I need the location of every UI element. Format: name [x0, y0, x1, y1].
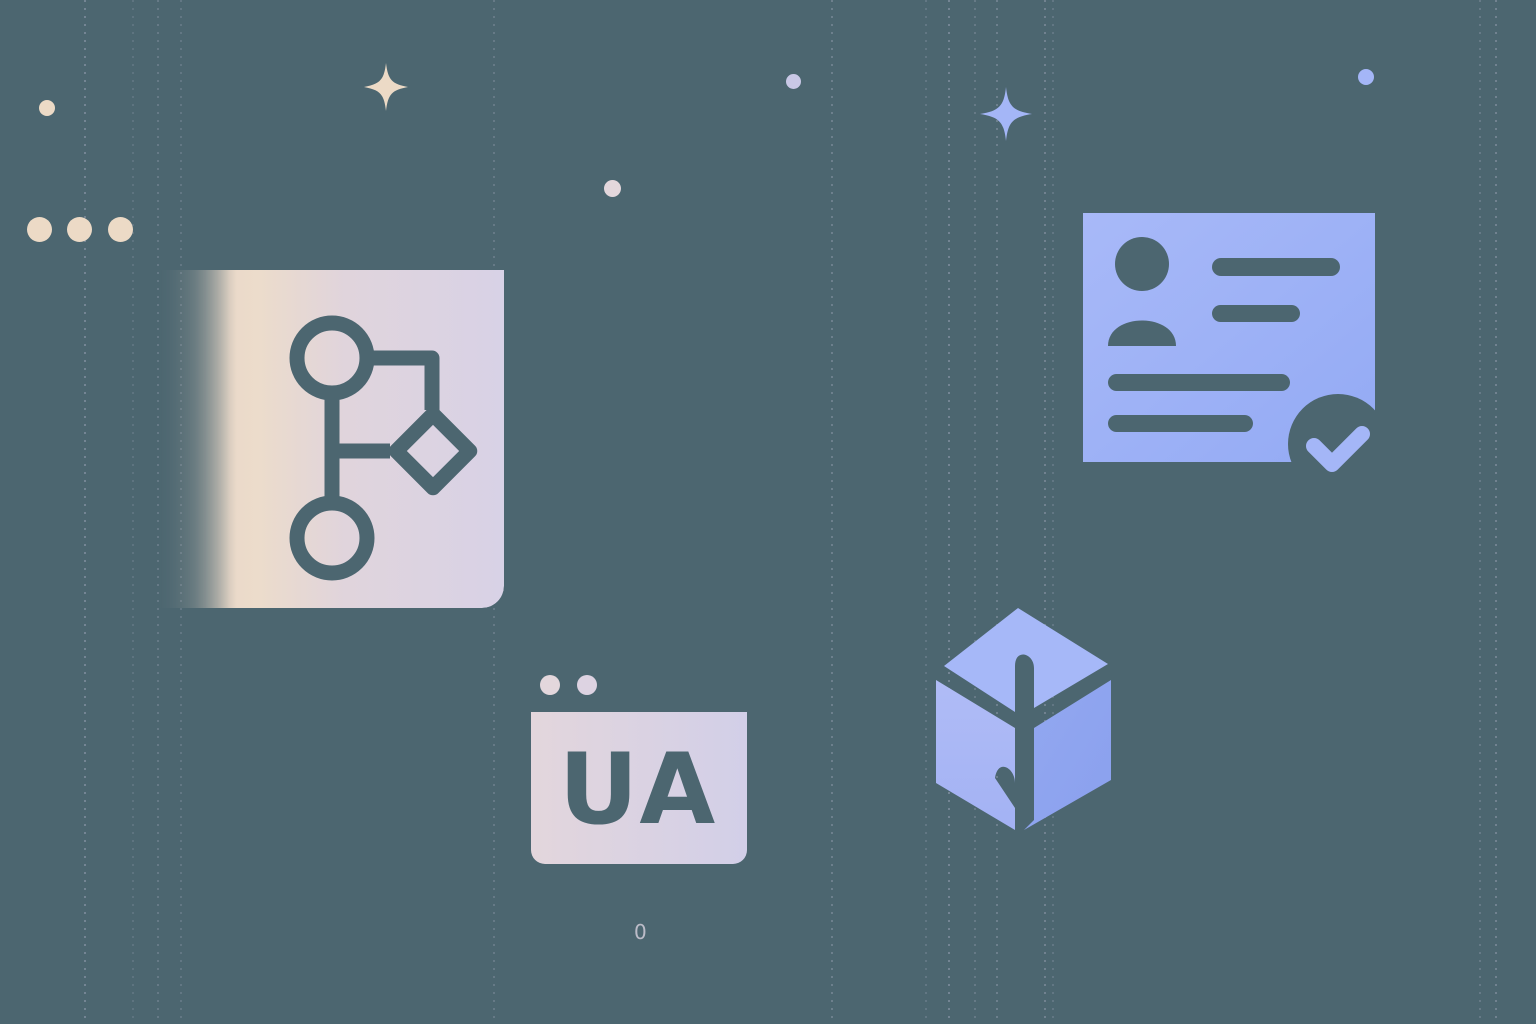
- ellipsis-dot: [27, 217, 52, 242]
- noise-line: [996, 0, 998, 1024]
- ellipsis-dot: [108, 217, 133, 242]
- package-cube-icon: [936, 608, 1111, 830]
- decor-dot: [786, 74, 801, 89]
- noise-line: [84, 0, 86, 1024]
- noise-line: [831, 0, 833, 1024]
- sparkle-icon: [364, 63, 408, 111]
- noise-line: [1495, 0, 1497, 1024]
- noise-line: [132, 0, 134, 1024]
- noise-line: [974, 0, 976, 1024]
- ellipsis-dot: [67, 217, 92, 242]
- noise-line: [925, 0, 927, 1024]
- ua-badge-dots: [540, 675, 597, 695]
- decor-dot: [39, 100, 55, 116]
- small-glyph: 0: [634, 920, 647, 944]
- workflow-branch-icon: [289, 315, 478, 581]
- decor-dot: [1358, 69, 1374, 85]
- ua-badge-label: UA: [558, 733, 720, 847]
- sparkle-icon: [980, 87, 1032, 141]
- id-card-verified-icon: [1083, 213, 1375, 472]
- noise-line: [1479, 0, 1481, 1024]
- decor-dot: [604, 180, 621, 197]
- noise-line: [1044, 0, 1046, 1024]
- noise-line: [948, 0, 950, 1024]
- ua-badge-icon: UA: [531, 712, 747, 864]
- noise-line: [1052, 0, 1054, 1024]
